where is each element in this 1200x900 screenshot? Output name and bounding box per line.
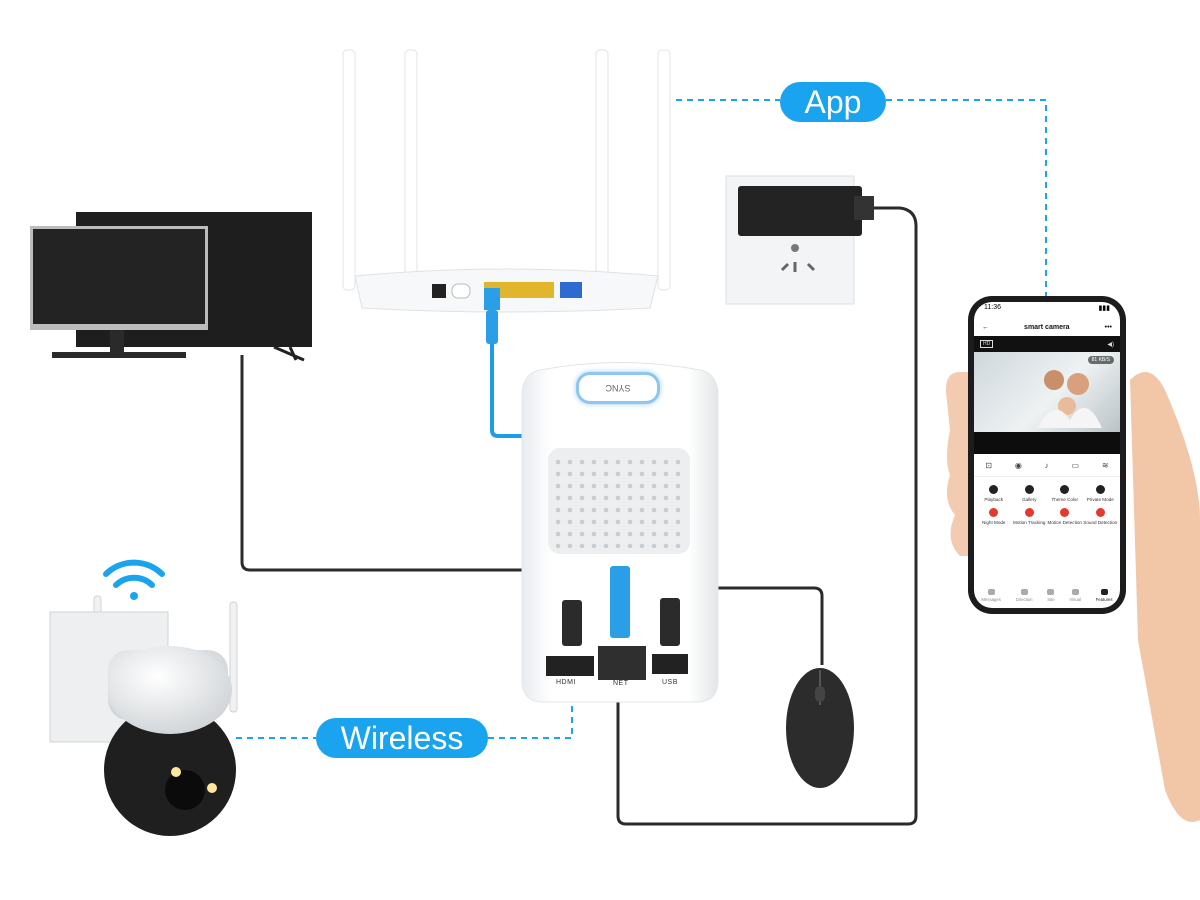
video-toolbar: HD ◀) (974, 336, 1120, 352)
gallery-icon (1024, 485, 1034, 494)
play-icon (989, 485, 999, 494)
dashed-links (236, 99, 1047, 739)
tab-bar: Messages Direction Site Visual Features (974, 589, 1120, 602)
app-header: ← smart camera ••• (974, 318, 1120, 336)
features-tab-icon (1100, 589, 1108, 595)
status-time: 11:36 (984, 304, 1001, 311)
back-arrow-icon[interactable]: ← (982, 323, 989, 331)
power-cable (616, 206, 918, 826)
motion-icon (1060, 508, 1070, 518)
phone-screen: 11:36 ▮▮▮ ← smart camera ••• HD ◀) 81 KB… (974, 302, 1120, 608)
port-label-hdmi: HDMI (556, 679, 576, 686)
feature-label: Sound Detection (1083, 520, 1118, 526)
more-icon[interactable]: ••• (1104, 323, 1112, 331)
site-tab-icon (1047, 589, 1055, 595)
ip-camera (49, 595, 238, 836)
feature-gallery[interactable]: Gallery (1012, 485, 1048, 502)
feature-label: Playback (984, 497, 1004, 502)
port-label-net: NET (613, 680, 629, 687)
palette-icon (1060, 485, 1070, 494)
tv-stand (52, 352, 186, 358)
wifi-icon (103, 559, 165, 600)
volume-icon[interactable]: ◀) (1107, 341, 1114, 348)
nvr-hub (521, 362, 719, 703)
mic-icon[interactable]: ♪ (1044, 460, 1049, 470)
feature-label: Gallery (1021, 497, 1037, 502)
port-label-usb: USB (662, 679, 678, 686)
tv-front-screen (33, 229, 205, 324)
camera-icon[interactable]: ◉ (1014, 460, 1022, 470)
feature-motion[interactable]: Motion Detection (1047, 508, 1083, 525)
tab-label: Direction (1015, 597, 1033, 602)
mouse (786, 668, 854, 788)
tab-label: Features (1095, 597, 1113, 602)
collapse-icon[interactable]: ≋ (1101, 460, 1109, 470)
feature-play[interactable]: Playback (976, 485, 1012, 502)
feature-label: Night Mode (982, 520, 1006, 526)
moon-icon (989, 508, 999, 518)
live-video[interactable]: 81 KB/S (974, 352, 1120, 432)
hd-badge[interactable]: HD (980, 340, 994, 348)
tab-features[interactable]: Features (1096, 589, 1113, 602)
feature-palette[interactable]: Theme Color (1047, 485, 1083, 502)
feature-label: Motion Detection (1047, 520, 1082, 526)
bitrate-badge: 81 KB/S (1087, 356, 1114, 364)
feature-label: Motion Tracking (1013, 520, 1046, 526)
tab-site[interactable]: Site (1047, 589, 1055, 602)
tab-visual[interactable]: Visual (1069, 589, 1081, 602)
direction-tab-icon (1020, 589, 1028, 595)
tv-monitors (30, 212, 312, 362)
tab-label: Messages (981, 597, 1001, 602)
control-row: ⊡ ◉ ♪ ▭ ≋ (974, 454, 1120, 477)
smartphone: 11:36 ▮▮▮ ← smart camera ••• HD ◀) 81 KB… (968, 296, 1126, 614)
visual-tab-icon (1071, 589, 1079, 595)
screenshot-icon[interactable]: ⊡ (985, 460, 993, 470)
app-link-dashed-right (886, 99, 1047, 298)
tab-label: Visual (1069, 597, 1081, 602)
messages-tab-icon (987, 589, 995, 595)
feature-label: Theme Color (1051, 497, 1079, 502)
sound-icon (1095, 508, 1105, 518)
ethernet-plug-top (484, 288, 500, 344)
record-icon[interactable]: ▭ (1071, 460, 1080, 470)
tracking-icon (1024, 508, 1034, 518)
feature-moon[interactable]: Night Mode (976, 508, 1012, 525)
signal-icon: ▮▮▮ (1098, 305, 1110, 312)
tab-label: Site (1047, 597, 1055, 602)
hand (945, 372, 1200, 822)
feature-sound[interactable]: Sound Detection (1083, 508, 1119, 525)
power-outlet (725, 175, 874, 305)
app-label: App (780, 82, 886, 122)
privacy-icon (1095, 485, 1105, 494)
router (342, 49, 671, 313)
feature-privacy[interactable]: Private Mode (1083, 485, 1119, 502)
feature-label: Private Mode (1086, 497, 1114, 502)
app-title: smart camera (1024, 323, 1070, 331)
wireless-link-right (488, 700, 573, 739)
status-bar: 11:36 ▮▮▮ (974, 302, 1120, 318)
feature-tracking[interactable]: Motion Tracking (1012, 508, 1048, 525)
video-bottom-bar (974, 432, 1120, 454)
family-photo (1038, 370, 1102, 428)
tab-direction[interactable]: Direction (1016, 589, 1033, 602)
tab-messages[interactable]: Messages (981, 589, 1001, 602)
wireless-label: Wireless (316, 718, 488, 758)
sync-button[interactable]: SYNC (576, 372, 660, 404)
